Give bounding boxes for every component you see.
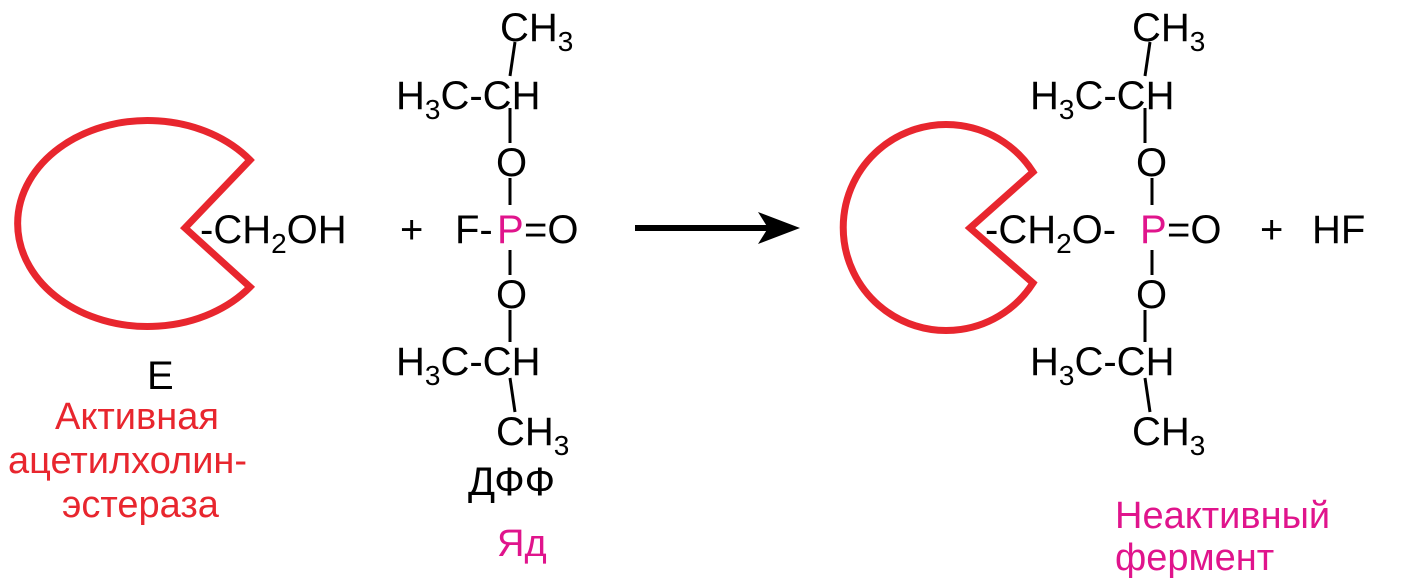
dff-ch3-bottom: CH3 [496,410,570,461]
dff-h3c-ch-top: H3C-CH [396,74,541,125]
dff-ch3-top: CH3 [500,6,574,57]
reaction-arrow-head [758,212,800,244]
enzyme-active-shape [14,117,256,330]
dff-abbreviation: ДФФ [468,460,556,504]
product-name-line-2: фермент [1115,537,1275,579]
enzyme-ch2oh-group: -CH2OH [200,208,347,259]
bond-dff-ch3-top [508,41,517,77]
dff-o-bottom: O [496,273,528,317]
enzyme-name-line-1: Активная [55,396,219,438]
bond-prod-ch3-bottom [1143,377,1152,413]
product-phosphorus: P [1140,208,1167,252]
product-ch2o-group: -CH2O- [985,208,1117,259]
dff-role-label: Яд [497,523,547,565]
plus-sign-2: + [1260,208,1284,252]
enzyme-inactive-shape [839,121,1038,334]
product-o-bottom: O [1136,273,1168,317]
product-ch3-top: CH3 [1132,6,1206,57]
hf-byproduct: HF [1312,208,1366,252]
dff-phosphorus: P [497,208,524,252]
product-o-top: O [1136,141,1168,185]
enzyme-name-line-2: ацетилхолин- [8,440,248,482]
dff-o-top: O [496,141,528,185]
dff-h3c-ch-bottom: H3C-CH [396,340,541,391]
bond-prod-ch3-top [1143,41,1152,77]
bond-dff-ch3-bottom [508,377,517,413]
product-double-o: =O [1167,208,1222,252]
dff-f-group: F- [455,208,493,252]
dff-double-o: =O [524,208,579,252]
product-name-line-1: Неактивный [1115,495,1331,537]
enzyme-letter: E [147,354,174,398]
enzyme-name-line-3: эстераза [62,484,219,526]
product-h3c-ch-bottom: H3C-CH [1030,340,1175,391]
plus-sign-1: + [400,208,424,252]
product-h3c-ch-top: H3C-CH [1030,74,1175,125]
product-ch3-bottom: CH3 [1132,410,1206,461]
